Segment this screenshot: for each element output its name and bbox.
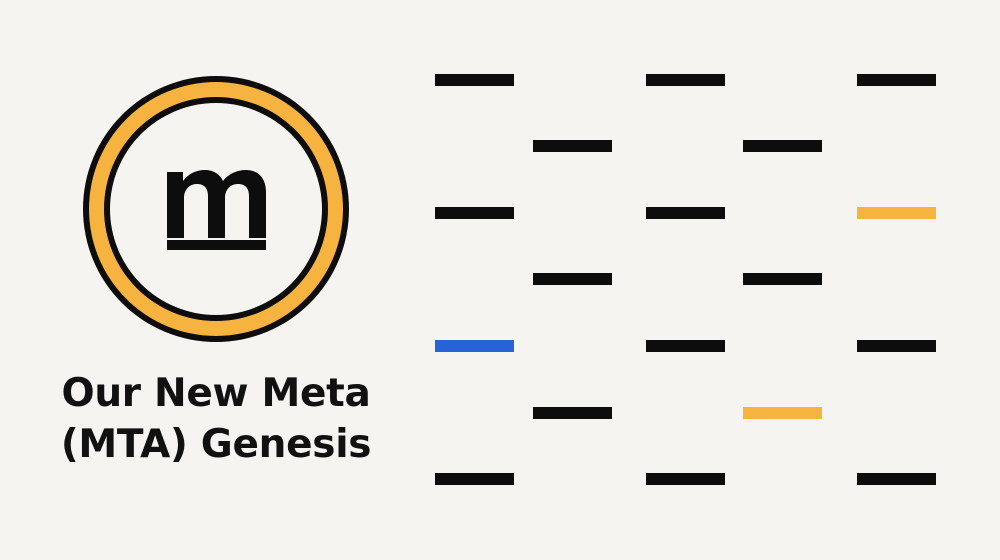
- dash-black: [646, 74, 725, 86]
- dash-yellow: [743, 407, 822, 419]
- dash-black: [743, 273, 822, 285]
- dash-black: [646, 473, 725, 485]
- dash-black: [646, 207, 725, 219]
- page-title: Our New Meta (MTA) Genesis: [20, 368, 412, 470]
- dash-black: [646, 340, 725, 352]
- mta-coin-icon: [83, 76, 349, 342]
- title-line-1: Our New Meta: [61, 371, 371, 416]
- m-underline: [167, 240, 266, 250]
- dash-black: [435, 74, 514, 86]
- dash-black: [743, 140, 822, 152]
- m-glyph-icon: [167, 170, 266, 250]
- dash-black: [857, 473, 936, 485]
- dash-black: [435, 473, 514, 485]
- dash-yellow: [857, 207, 936, 219]
- dash-black: [533, 407, 612, 419]
- dash-black: [533, 273, 612, 285]
- mta-coin-logo: [77, 70, 355, 348]
- dash-black: [857, 74, 936, 86]
- dash-black: [533, 140, 612, 152]
- dash-black: [435, 207, 514, 219]
- dash-black: [857, 340, 936, 352]
- dash-blue: [435, 340, 514, 352]
- title-line-2: (MTA) Genesis: [60, 422, 372, 467]
